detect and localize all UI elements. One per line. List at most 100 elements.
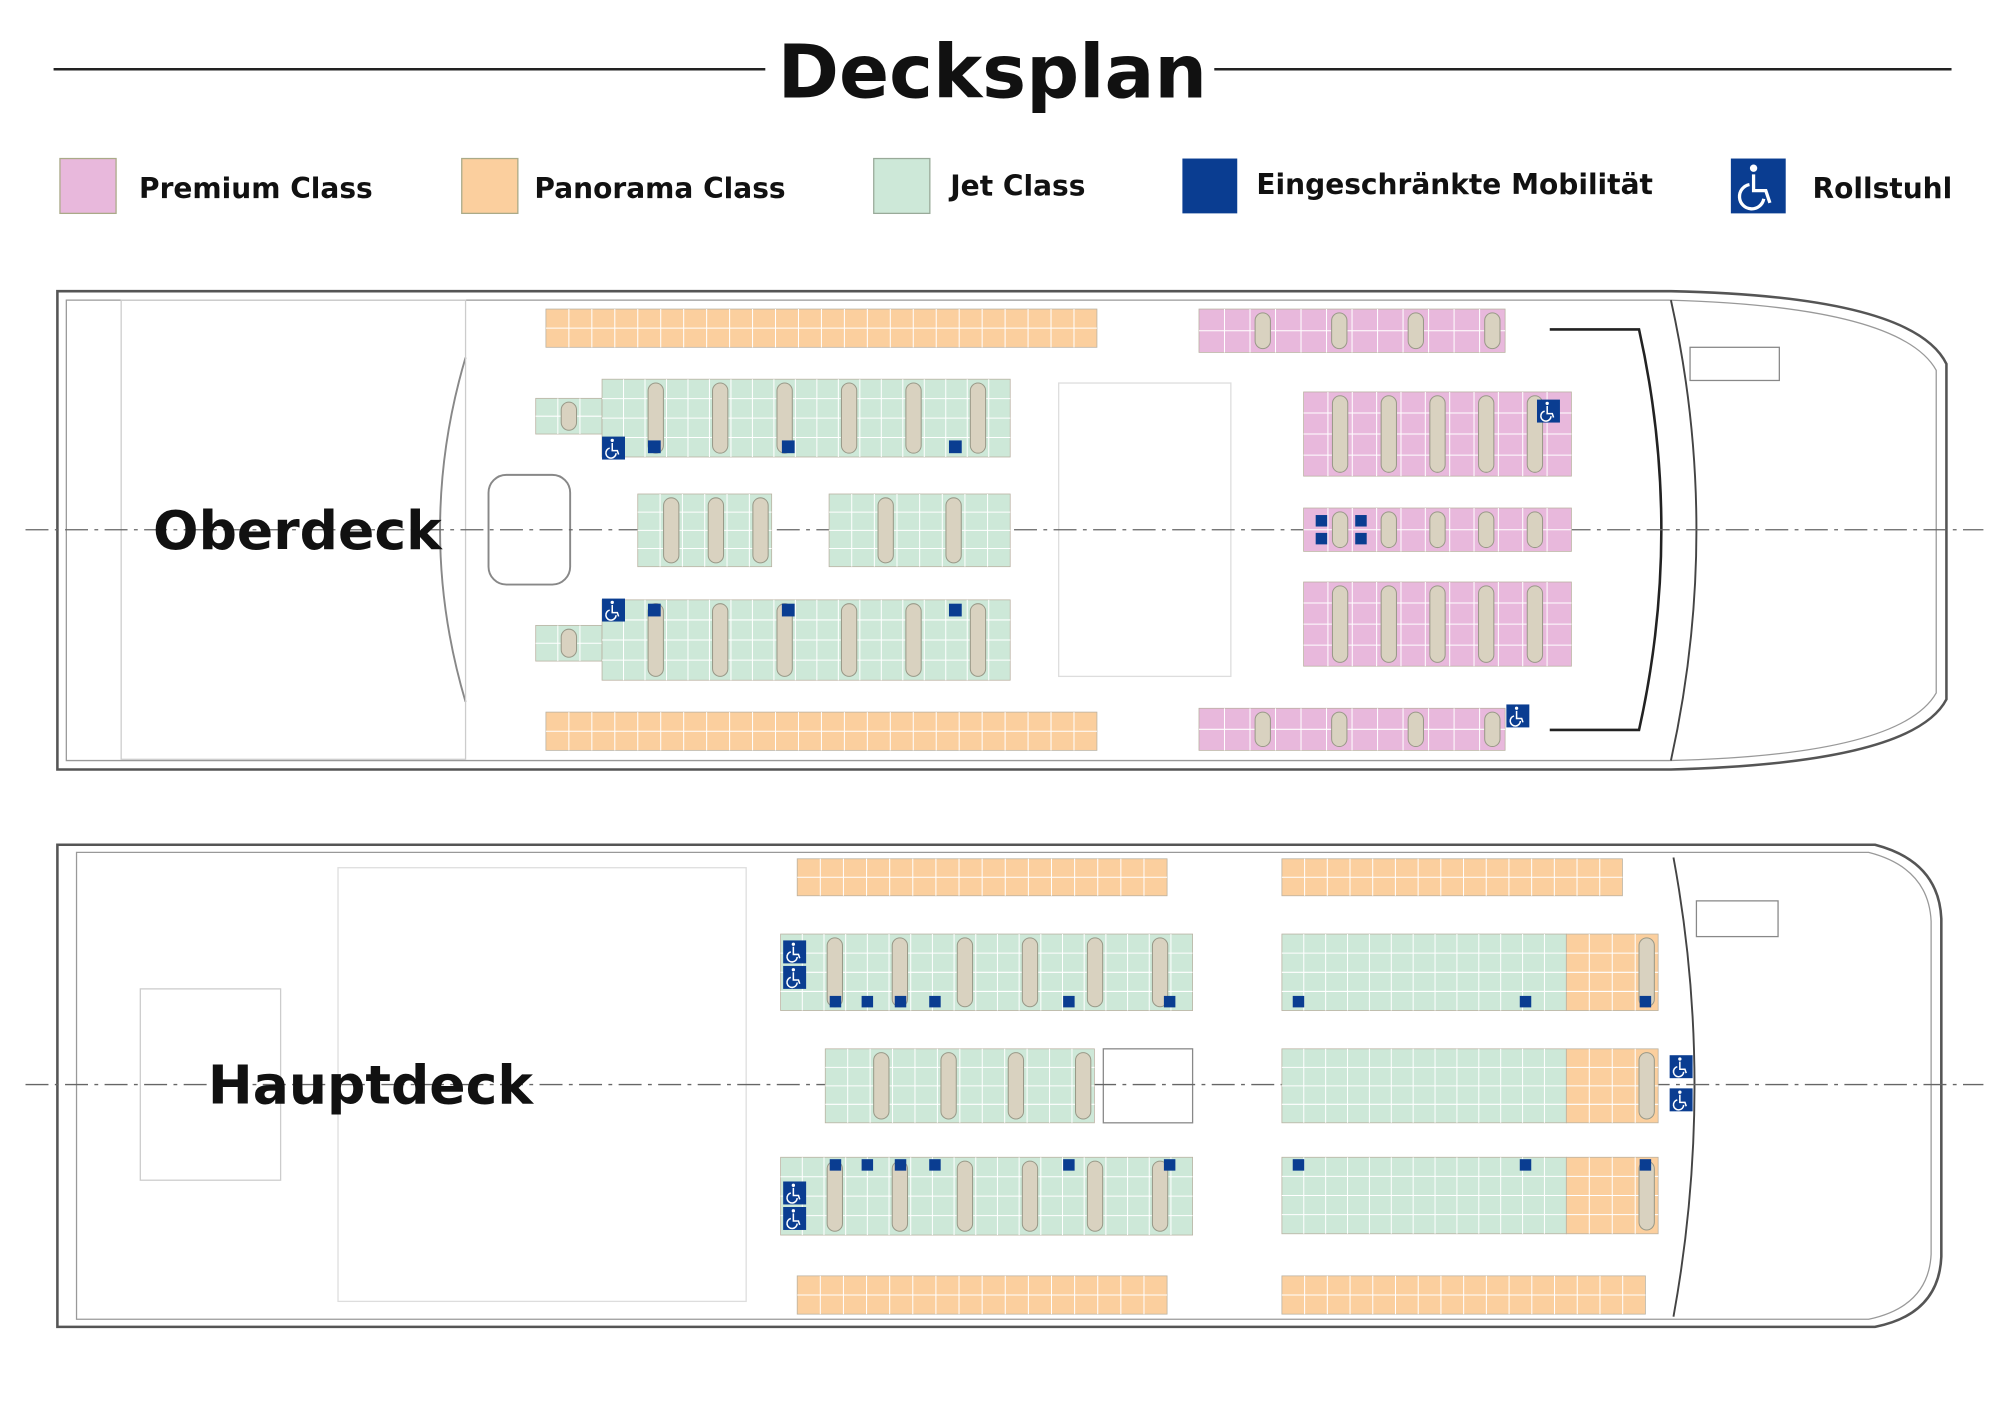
reduced-mobility-seat <box>829 995 842 1008</box>
table <box>1331 511 1349 549</box>
table <box>1429 585 1446 663</box>
table <box>956 937 974 1008</box>
legend-label: Rollstuhl <box>1813 172 1953 205</box>
reduced-mobility-seat <box>647 603 661 617</box>
wheelchair-icon <box>1737 164 1772 211</box>
upper-deck-inner-hull <box>65 299 1937 762</box>
wheelchair-glyph <box>605 604 620 621</box>
table <box>712 382 729 454</box>
legend-swatch-jet <box>873 157 931 215</box>
wheelchair-glyph <box>1672 1061 1687 1078</box>
table <box>1407 312 1424 350</box>
reduced-mobility-seat <box>647 440 661 454</box>
table <box>1478 511 1495 549</box>
reduced-mobility-seat <box>781 440 795 454</box>
wheelchair-icon <box>783 1181 807 1205</box>
table <box>905 603 922 677</box>
legend-panorama: Panorama Class <box>461 157 786 215</box>
table <box>1380 511 1397 549</box>
table <box>891 1160 909 1232</box>
wheelchair-space <box>1536 399 1560 423</box>
reduced-mobility-seat <box>1355 532 1367 545</box>
wheelchair-glyph-head <box>791 968 796 972</box>
wheelchair-icon <box>783 940 807 964</box>
wheelchair-icon <box>602 598 625 622</box>
seat-block-panorama <box>1281 858 1623 897</box>
upper-deck-label: Oberdeck <box>153 499 443 562</box>
wheelchair-icon <box>1669 1088 1693 1112</box>
table <box>1254 711 1271 748</box>
seat-block-panorama <box>796 858 1168 897</box>
table <box>956 1160 974 1232</box>
table <box>1478 585 1495 663</box>
legend-premium: Premium Class <box>59 157 373 215</box>
seat-block-jet <box>824 1048 1095 1124</box>
upper-deck-stairs-bow <box>1689 346 1780 382</box>
reduced-mobility-seat <box>861 995 874 1008</box>
wheelchair-glyph-head <box>791 1183 796 1187</box>
reduced-mobility-seat <box>894 995 907 1008</box>
seat-block-premium <box>1303 581 1572 667</box>
wheelchair-glyph <box>786 946 801 963</box>
seat-block-panorama <box>796 1275 1168 1315</box>
main-deck-bow-line <box>1672 857 1696 1317</box>
table <box>1407 711 1424 748</box>
table <box>1484 312 1501 350</box>
seat-block-jet <box>535 397 603 435</box>
table <box>707 497 725 564</box>
reduced-mobility-seat <box>1292 995 1305 1008</box>
wheelchair-glyph <box>605 442 620 459</box>
table <box>873 1052 890 1120</box>
table <box>1638 1052 1655 1120</box>
table <box>1331 711 1348 748</box>
wheelchair-icon <box>602 436 625 460</box>
wheelchair-space <box>602 436 625 460</box>
accessibility-marks <box>602 399 1693 1230</box>
seat-block-jet <box>780 1156 1193 1236</box>
table <box>1526 585 1544 663</box>
legend-swatch-reduced-mobility <box>1182 158 1238 214</box>
legend-label: Jet Class <box>948 170 1085 203</box>
table <box>1484 711 1501 748</box>
table <box>1380 395 1397 473</box>
table <box>877 497 894 564</box>
seat-block-jet <box>1281 933 1567 1011</box>
legend-reduced-mobility: Eingeschränkte Mobilität <box>1182 158 1653 214</box>
wheelchair-glyph <box>786 972 801 989</box>
reduced-mobility-seat <box>1063 995 1075 1008</box>
main-deck-inner-hull <box>75 851 1932 1320</box>
seat-block-panorama <box>545 711 1098 751</box>
wheelchair-icon <box>783 965 807 989</box>
table <box>945 497 962 564</box>
reduced-mobility-seat <box>1639 995 1652 1008</box>
table <box>1331 585 1349 663</box>
wheelchair-glyph <box>1672 1094 1687 1111</box>
legend-swatch-premium <box>59 157 117 215</box>
table <box>1151 937 1169 1008</box>
wheelchair-glyph <box>786 1187 801 1204</box>
table <box>752 497 769 564</box>
wheelchair-space <box>1669 1088 1693 1112</box>
wheelchair-glyph-head <box>791 1209 796 1213</box>
table <box>1429 511 1446 549</box>
table <box>560 401 578 431</box>
legend-swatch-wheelchair <box>1730 158 1786 214</box>
seat-block-jet <box>601 599 1011 681</box>
wheelchair-glyph-head <box>610 600 614 605</box>
table <box>1086 1160 1104 1232</box>
wheelchair-space <box>783 1207 807 1230</box>
reduced-mobility-seat <box>929 995 941 1008</box>
wheelchair-glyph <box>1540 405 1555 422</box>
wheelchair-icon <box>1536 399 1560 423</box>
reduced-mobility-seat <box>1315 515 1328 527</box>
seat-block-panorama <box>1281 1275 1646 1315</box>
table <box>840 382 858 454</box>
wheelchair-glyph-head <box>791 942 796 946</box>
main-deck-label: Hauptdeck <box>208 1054 534 1117</box>
main-deck-stairs <box>1102 1048 1194 1124</box>
reduced-mobility-seat <box>1163 995 1176 1008</box>
table <box>1429 395 1446 473</box>
legend-label: Premium Class <box>139 172 373 205</box>
table <box>1086 937 1104 1008</box>
table <box>1526 511 1544 549</box>
